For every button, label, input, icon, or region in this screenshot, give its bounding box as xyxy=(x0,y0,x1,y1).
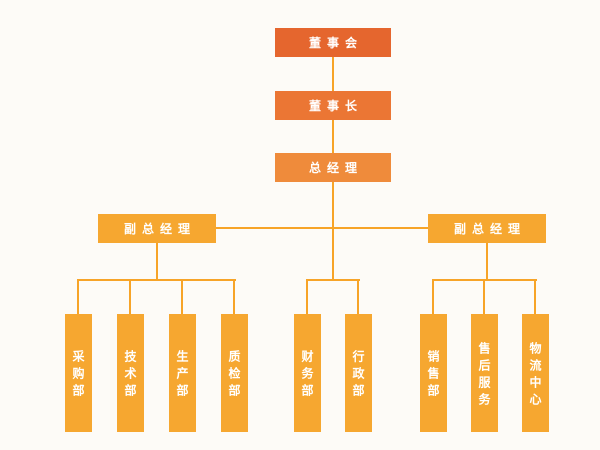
connector-deputies-crossbar xyxy=(216,227,428,229)
org-node-board: 董事会 xyxy=(275,28,391,57)
connector-stub-admin xyxy=(357,279,359,314)
org-node-technology: 技术部 xyxy=(117,314,144,432)
org-node-after-sales: 售后服务 xyxy=(471,314,498,432)
org-node-technology-label: 技术部 xyxy=(123,350,137,401)
connector-stub-finance xyxy=(306,279,308,314)
org-node-chairman: 董事长 xyxy=(275,91,391,120)
connector-left-group-bus xyxy=(77,279,236,281)
connector-gm-spine xyxy=(332,182,334,280)
org-node-finance-label: 财务部 xyxy=(300,350,314,401)
org-node-deputy-right: 副总经理 xyxy=(428,214,546,243)
org-node-production: 生产部 xyxy=(169,314,196,432)
org-node-finance: 财务部 xyxy=(294,314,321,432)
org-node-admin-label: 行政部 xyxy=(351,350,365,401)
org-node-sales-label: 销售部 xyxy=(426,350,440,401)
connector-deputy-left-drop xyxy=(156,243,158,280)
connector-deputy-right-drop xyxy=(486,243,488,280)
connector-middle-group-bus xyxy=(306,279,360,281)
connector-stub-production xyxy=(181,279,183,314)
org-node-quality: 质检部 xyxy=(221,314,248,432)
connector-stub-purchasing xyxy=(77,279,79,314)
org-node-chairman-label: 董事长 xyxy=(308,99,363,113)
org-node-quality-label: 质检部 xyxy=(227,350,241,401)
org-node-admin: 行政部 xyxy=(345,314,372,432)
connector-chairman-gm xyxy=(332,120,334,153)
org-node-deputy-left-label: 副总经理 xyxy=(123,222,196,236)
connector-stub-quality xyxy=(233,279,235,314)
org-node-purchasing: 采购部 xyxy=(65,314,92,432)
connector-stub-technology xyxy=(129,279,131,314)
org-node-purchasing-label: 采购部 xyxy=(71,350,85,401)
connector-stub-after-sales xyxy=(483,279,485,314)
org-node-general-manager-label: 总经理 xyxy=(308,161,363,175)
org-node-logistics: 物流中心 xyxy=(522,314,549,432)
org-node-board-label: 董事会 xyxy=(308,36,363,50)
connector-stub-sales xyxy=(432,279,434,314)
org-node-sales: 销售部 xyxy=(420,314,447,432)
connector-stub-logistics xyxy=(534,279,536,314)
org-node-logistics-label: 物流中心 xyxy=(528,341,542,410)
connector-board-chairman xyxy=(332,57,334,91)
org-node-deputy-left: 副总经理 xyxy=(98,214,216,243)
org-node-general-manager: 总经理 xyxy=(275,153,391,182)
org-node-after-sales-label: 售后服务 xyxy=(477,341,491,410)
org-node-production-label: 生产部 xyxy=(175,350,189,401)
org-node-deputy-right-label: 副总经理 xyxy=(453,222,526,236)
